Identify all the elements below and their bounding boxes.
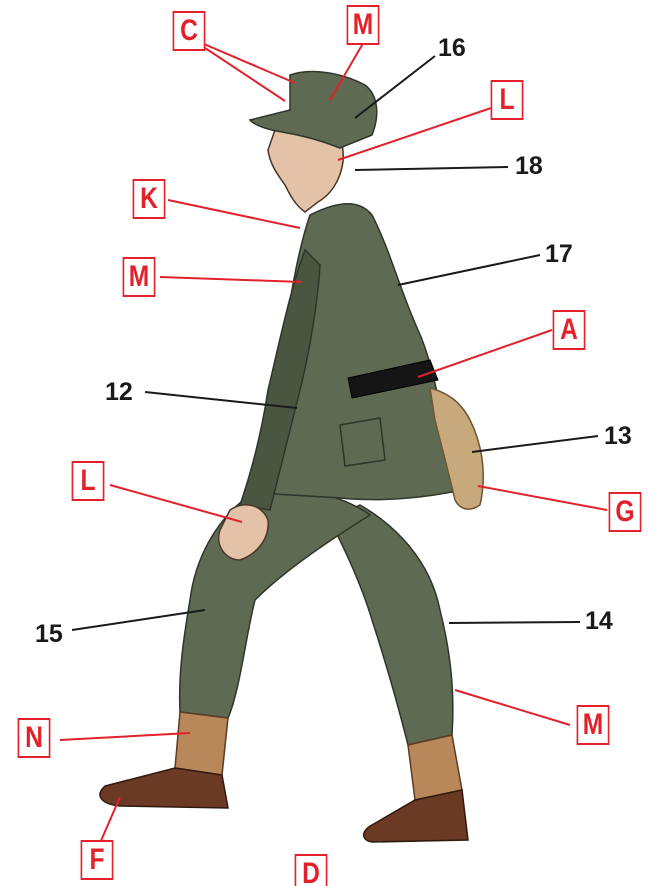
- boot-front: [100, 768, 228, 808]
- callout-box: M: [577, 705, 610, 745]
- leader-m-trouser: [455, 690, 570, 725]
- leader-18: [355, 167, 508, 170]
- leader-a: [418, 330, 552, 377]
- gaiter-back: [408, 735, 462, 800]
- callout-number: 18: [515, 154, 543, 179]
- gaiter-front: [175, 712, 228, 775]
- leader-13: [472, 436, 598, 452]
- callout-box: L: [72, 461, 105, 501]
- callout-number: 16: [438, 36, 466, 61]
- callout-number: 17: [545, 242, 573, 267]
- callout-box: L: [491, 80, 524, 120]
- trousers-back-leg: [330, 505, 453, 745]
- callout-box: G: [609, 492, 642, 532]
- leader-l-hand: [110, 485, 242, 522]
- callout-box: C: [173, 11, 206, 51]
- trousers-front-leg: [180, 490, 370, 718]
- leader-17: [398, 255, 540, 285]
- callout-box: K: [133, 179, 166, 219]
- leader-k: [168, 200, 300, 228]
- callout-box: M: [123, 257, 156, 297]
- callout-box: A: [553, 310, 586, 350]
- leader-14: [449, 622, 580, 623]
- callout-number: 15: [35, 622, 63, 647]
- callout-number: 14: [585, 609, 613, 634]
- leader-m-collar: [160, 277, 302, 282]
- callout-box: M: [347, 5, 380, 45]
- field-cap: [250, 72, 377, 148]
- callout-box: N: [18, 718, 51, 758]
- callout-number: 12: [105, 380, 133, 405]
- leader-g: [478, 486, 607, 510]
- callout-number: 13: [604, 424, 632, 449]
- leader-n: [60, 733, 190, 740]
- callout-box: D: [295, 854, 328, 886]
- callout-box: F: [81, 840, 114, 880]
- leader-c1: [190, 38, 295, 83]
